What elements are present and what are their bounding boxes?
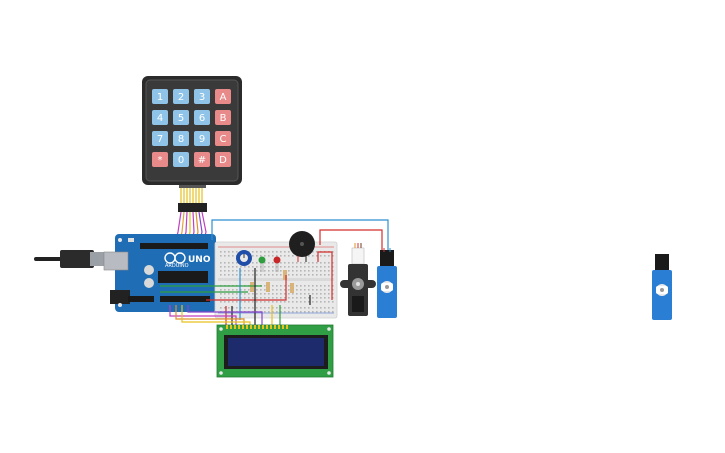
servo-motor-black[interactable] — [340, 243, 376, 316]
arduino-uno-board[interactable]: UNO ARDUINO — [103, 234, 216, 312]
keypad-key-0[interactable]: 0 — [173, 152, 189, 167]
usb-cable[interactable] — [34, 250, 106, 268]
keypad-key-9[interactable]: 9 — [194, 131, 210, 146]
keypad-key-6[interactable]: 6 — [194, 110, 210, 125]
keypad-key-7[interactable]: 7 — [152, 131, 168, 146]
keypad-key-label: 1 — [157, 92, 163, 103]
keypad-key-label: 9 — [199, 134, 205, 145]
keypad-key-label: * — [158, 155, 163, 166]
resistors[interactable] — [250, 270, 294, 293]
keypad-key-4[interactable]: 4 — [152, 110, 168, 125]
keypad-key-label: 8 — [178, 134, 184, 145]
keypad-key-label: 5 — [178, 113, 184, 124]
keypad-key-label: 4 — [157, 113, 163, 124]
keypad-key-5[interactable]: 5 — [173, 110, 189, 125]
keypad-4x4[interactable]: 1 2 3 A 4 5 6 B 7 8 9 C * 0 # D — [142, 76, 242, 212]
green-led[interactable] — [258, 256, 266, 273]
breadboard[interactable] — [214, 241, 338, 319]
red-led[interactable] — [273, 256, 281, 273]
keypad-key-label: 6 — [199, 113, 205, 124]
keypad-key-label: 7 — [157, 134, 163, 145]
potentiometer[interactable] — [236, 250, 252, 266]
breadboard-wires[interactable] — [160, 219, 389, 325]
lcd-16x2[interactable] — [216, 324, 334, 378]
keypad-key-label: A — [220, 92, 227, 103]
keypad-key-B[interactable]: B — [215, 110, 231, 125]
servo-motor-blue-1[interactable] — [377, 248, 397, 318]
keypad-key-label: D — [219, 155, 227, 166]
keypad-key-label: B — [220, 113, 227, 124]
arduino-brand-label: ARDUINO — [165, 263, 189, 269]
keypad-key-D[interactable]: D — [215, 152, 231, 167]
piezo-buzzer[interactable] — [289, 231, 315, 262]
keypad-key-label: 0 — [178, 155, 184, 166]
keypad-key-label: C — [220, 134, 227, 145]
servo-motor-blue-2[interactable] — [652, 254, 672, 320]
keypad-key-8[interactable]: 8 — [173, 131, 189, 146]
lcd-header-pins — [226, 325, 288, 329]
keypad-key-label: 2 — [178, 92, 184, 103]
keypad-key-1[interactable]: 1 — [152, 89, 168, 104]
arduino-model-label: UNO — [188, 255, 211, 265]
keypad-key-2[interactable]: 2 — [173, 89, 189, 104]
keypad-key-*[interactable]: * — [152, 152, 168, 167]
keypad-key-A[interactable]: A — [215, 89, 231, 104]
keypad-key-C[interactable]: C — [215, 131, 231, 146]
keypad-key-3[interactable]: 3 — [194, 89, 210, 104]
keypad-key-label: 3 — [199, 92, 205, 103]
keypad-connector — [178, 185, 207, 212]
keypad-key-#[interactable]: # — [194, 152, 210, 167]
keypad-key-label: # — [198, 155, 206, 166]
